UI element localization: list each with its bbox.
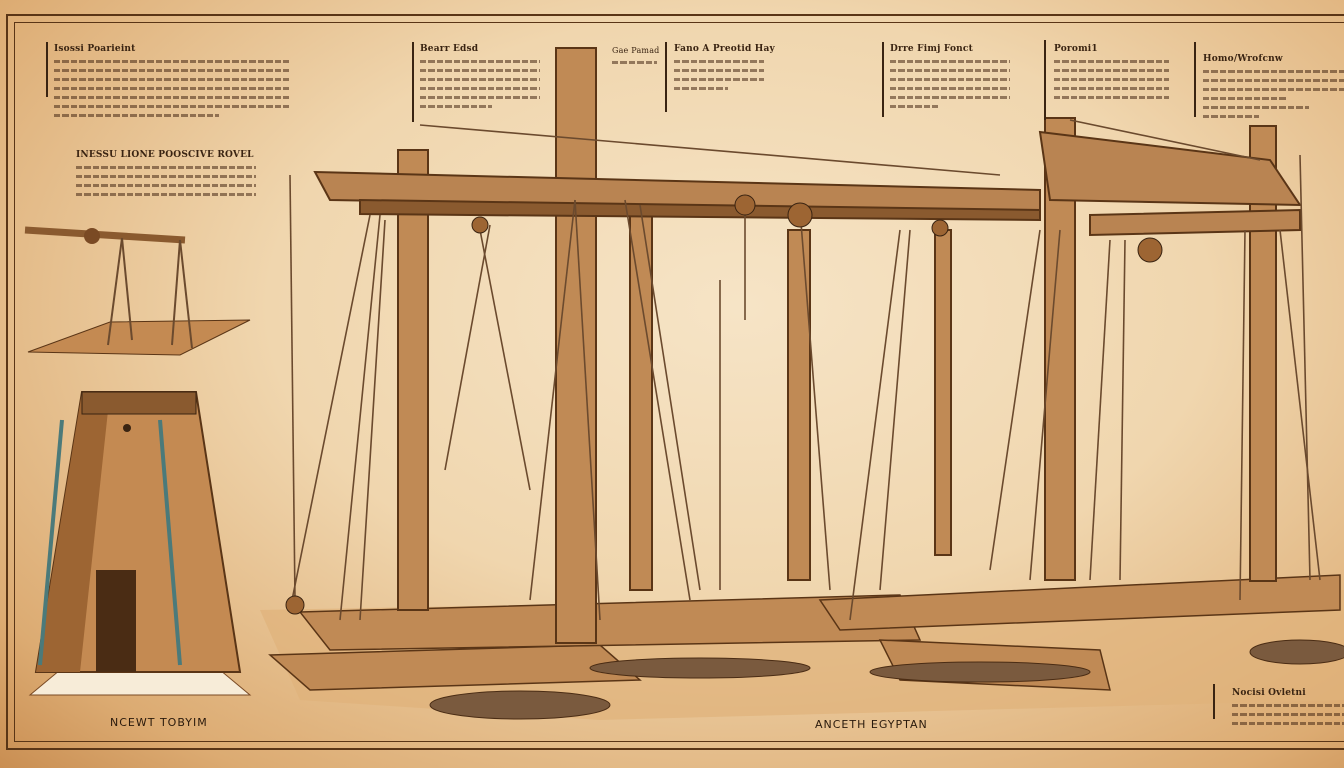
- inner-border: [14, 22, 1344, 742]
- pulleys: [285, 194, 1163, 615]
- base-platforms: [268, 574, 1341, 691]
- annotation-2: INESSU LIONE POOSCIVE ROVEL: [76, 150, 256, 196]
- outer-border: [6, 14, 1344, 750]
- annotation-3: Bearr Edsd: [420, 44, 540, 108]
- annotation-1: Isossi Poarieint: [54, 44, 289, 117]
- annotation-9: Nocisi Ovletni: [1232, 688, 1344, 725]
- annotation-heading: Drre Fimj Fonct: [890, 44, 973, 54]
- annotation-6: Drre Fimj Fonct: [890, 44, 1010, 108]
- annotation-heading: Gae Pamad: [612, 46, 660, 55]
- ropes: [289, 119, 1321, 621]
- caption-center: ANCETH EGYPTAN: [815, 718, 928, 731]
- annotation-heading: INESSU LIONE POOSCIVE ROVEL: [76, 150, 254, 160]
- annotation-heading: Poromi1: [1054, 44, 1098, 54]
- annotation-7: Poromi1: [1054, 44, 1169, 99]
- swing-platform: [24, 226, 251, 356]
- top-beams: [313, 130, 1302, 237]
- annotation-heading: Isossi Poarieint: [54, 44, 136, 54]
- caption-left: NCEWT TOBYIM: [110, 716, 208, 729]
- rope-coils: [429, 639, 1344, 720]
- annotation-5: Fano A Preotid Hay: [674, 44, 775, 90]
- pyramid-tower: [28, 391, 252, 696]
- annotation-4: Gae Pamad: [612, 46, 660, 64]
- wooden-posts: [397, 47, 1277, 644]
- annotation-heading: Bearr Edsd: [420, 44, 479, 54]
- annotation-8: Homo/Wrofcnw: [1203, 54, 1344, 118]
- annotation-heading: Nocisi Ovletni: [1232, 688, 1306, 698]
- annotation-heading: Fano A Preotid Hay: [674, 44, 775, 54]
- annotation-heading: Homo/Wrofcnw: [1203, 54, 1283, 64]
